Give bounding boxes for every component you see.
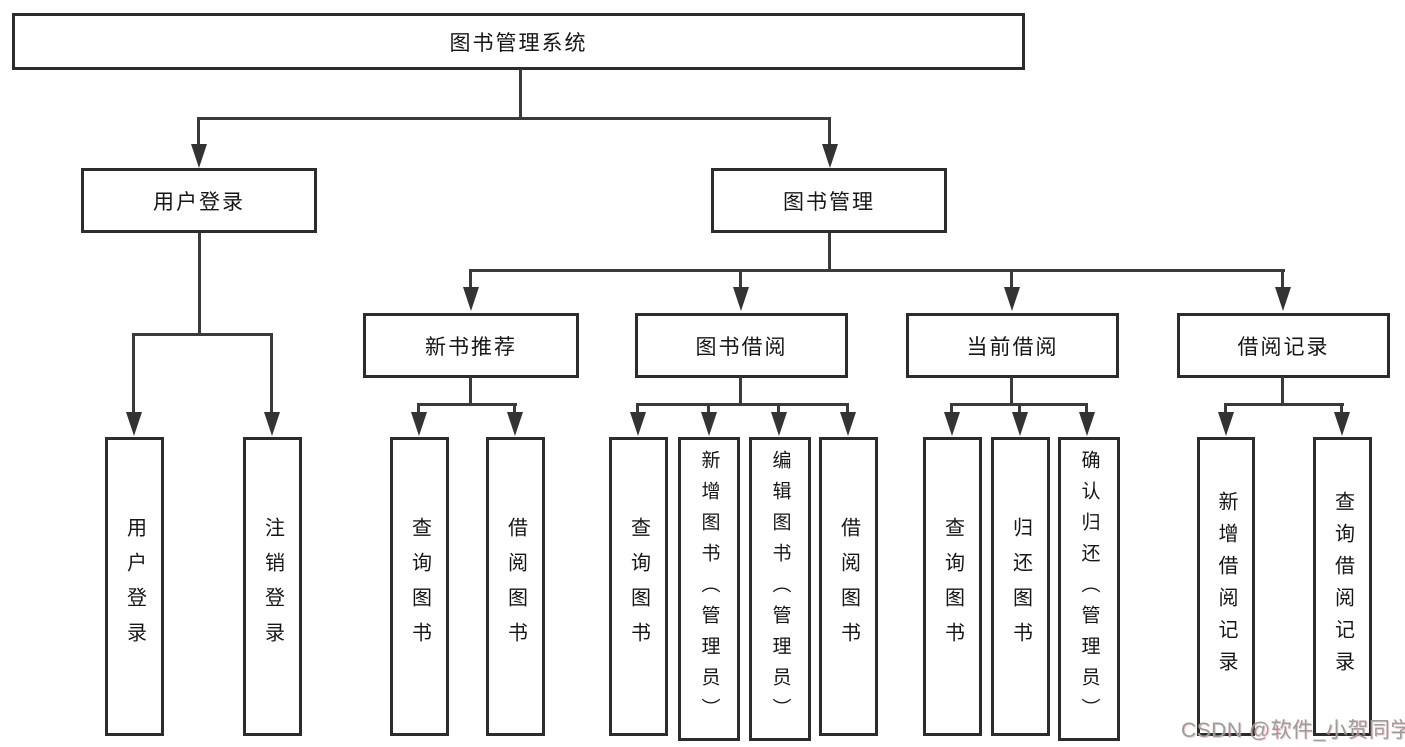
node-library-management-system: 图书管理系统 (12, 13, 1025, 70)
leaf-query-books-borrow: 查询图书 (609, 437, 668, 736)
edge-borrow-records-stem (1281, 377, 1284, 405)
leaf-confirm-return-admin: 确认归还（管理员） (1058, 437, 1120, 741)
edge-user-login-stem (198, 233, 201, 335)
leaf-return-books: 归还图书 (991, 437, 1050, 736)
edge-leaf-stem (513, 403, 516, 415)
edge-to-book-borrow (739, 269, 742, 291)
edge-leaf-stem (1224, 403, 1227, 415)
arrow-down-icon (733, 287, 749, 311)
arrow-down-icon (701, 412, 717, 436)
arrow-down-icon (126, 412, 142, 436)
arrow-down-icon (1079, 412, 1095, 436)
edge-user-login-branch (133, 333, 273, 336)
leaf-query-borrow-record: 查询借阅记录 (1313, 437, 1372, 736)
edge-leaf-stem (846, 403, 849, 415)
edge-leaf-stem (1085, 403, 1088, 415)
leaf-borrow-books-recommend: 借阅图书 (486, 437, 545, 736)
arrow-down-icon (1218, 412, 1234, 436)
leaf-borrow-books: 借阅图书 (819, 437, 878, 736)
edge-leaf-stem (777, 403, 780, 415)
arrow-down-icon (264, 412, 280, 436)
edge-to-new-book (469, 269, 472, 291)
arrow-down-icon (822, 144, 838, 168)
node-borrowing-records: 借阅记录 (1177, 313, 1390, 378)
edge-root-stem (519, 69, 522, 119)
arrow-down-icon (1004, 287, 1020, 311)
arrow-down-icon (1275, 287, 1291, 311)
edge-to-borrow-records (1281, 269, 1284, 291)
arrow-down-icon (840, 412, 856, 436)
edge-borrow-records-branch (1225, 403, 1344, 406)
node-new-book-recommendation: 新书推荐 (363, 313, 579, 378)
edge-new-book-branch (418, 403, 517, 406)
arrow-down-icon (630, 412, 646, 436)
edge-to-user-login (197, 117, 200, 147)
edge-book-management-stem (828, 233, 831, 272)
arrow-down-icon (191, 144, 207, 168)
edge-leaf-stem (950, 403, 953, 415)
arrow-down-icon (1012, 412, 1028, 436)
leaf-user-login: 用户登录 (105, 437, 164, 736)
edge-book-borrow-branch (637, 403, 849, 406)
edge-to-leaf-user-login (132, 333, 135, 413)
edge-leaf-stem (636, 403, 639, 415)
leaf-logout: 注销登录 (243, 437, 302, 736)
edge-current-borrow-stem (1010, 377, 1013, 405)
edge-book-borrow-stem (739, 377, 742, 405)
leaf-query-books-current: 查询图书 (923, 437, 982, 736)
arrow-down-icon (507, 412, 523, 436)
arrow-down-icon (463, 287, 479, 311)
edge-to-current-borrow (1010, 269, 1013, 291)
node-current-borrowing: 当前借阅 (906, 313, 1119, 378)
edge-leaf-stem (707, 403, 710, 415)
node-book-management: 图书管理 (711, 168, 947, 233)
edge-level3-branch (470, 269, 1285, 272)
leaf-query-books-recommend: 查询图书 (390, 437, 449, 736)
leaf-edit-books-admin: 编辑图书（管理员） (749, 437, 811, 741)
arrow-down-icon (411, 412, 427, 436)
edge-to-leaf-logout (270, 333, 273, 413)
edge-leaf-stem (1018, 403, 1021, 415)
edge-leaf-stem (1340, 403, 1343, 415)
edge-level2-branch (197, 117, 831, 120)
edge-new-book-stem (469, 377, 472, 405)
arrow-down-icon (1334, 412, 1350, 436)
leaf-add-borrow-record: 新增借阅记录 (1197, 437, 1255, 736)
edge-leaf-stem (417, 403, 420, 415)
leaf-add-books-admin: 新增图书（管理员） (678, 437, 740, 741)
arrow-down-icon (944, 412, 960, 436)
node-book-borrowing: 图书借阅 (635, 313, 848, 378)
edge-to-book-management (828, 117, 831, 147)
csdn-watermark: CSDN @软件_小贺同学 (1181, 719, 1405, 742)
node-user-login: 用户登录 (81, 168, 317, 233)
arrow-down-icon (771, 412, 787, 436)
